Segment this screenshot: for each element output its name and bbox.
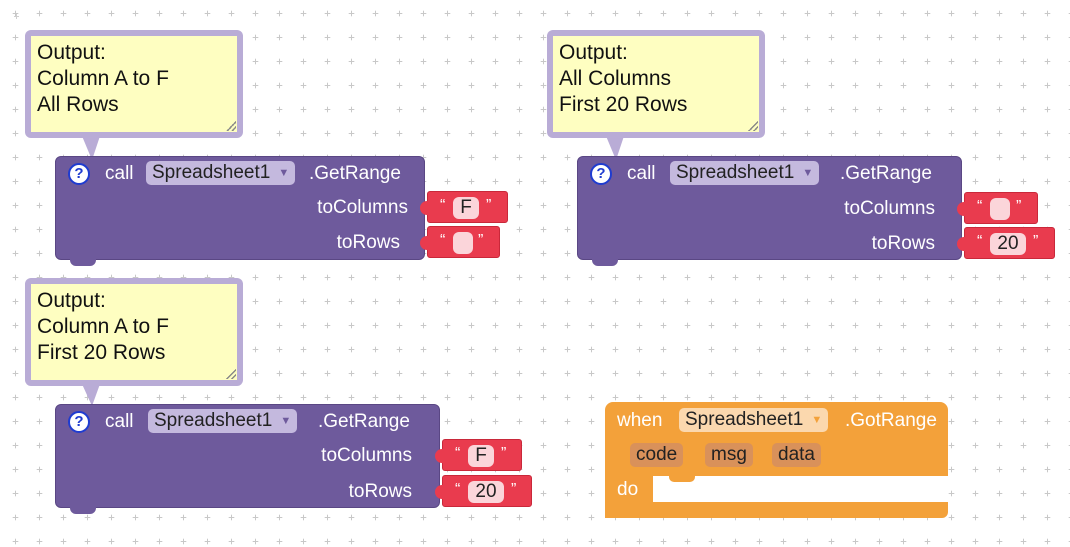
open-quote: “: [440, 232, 446, 249]
comment-line: Output:: [37, 289, 106, 312]
open-quote: “: [440, 197, 446, 214]
comment-line: First 20 Rows: [559, 93, 688, 116]
text-block-rows[interactable]: “ 20 ”: [435, 475, 532, 507]
event-name-label: .GotRange: [845, 410, 937, 431]
comment-bubble[interactable]: Output: All Columns First 20 Rows: [547, 30, 765, 138]
close-quote: ”: [501, 445, 507, 462]
comment-text[interactable]: Output: Column A to F All Rows: [31, 36, 237, 132]
param-data[interactable]: data: [772, 443, 821, 467]
block-notch: [70, 259, 96, 266]
comment-tail: [82, 136, 100, 160]
dropdown-arrow-icon: ▼: [278, 167, 290, 179]
text-connector: [957, 202, 966, 216]
text-block-rows[interactable]: “ ”: [420, 226, 500, 258]
tocolumns-label: toColumns: [321, 445, 412, 466]
resize-handle-icon[interactable]: [226, 121, 236, 131]
torows-label: toRows: [348, 481, 412, 502]
text-connector: [420, 236, 429, 250]
text-field[interactable]: [990, 198, 1010, 220]
method-label: .GetRange: [309, 163, 401, 184]
comment-line: Column A to F: [37, 315, 169, 338]
resize-handle-icon[interactable]: [748, 121, 758, 131]
help-icon[interactable]: ?: [590, 163, 612, 185]
text-block-columns[interactable]: “ F ”: [420, 191, 508, 223]
close-quote: ”: [478, 232, 484, 249]
do-statement-slot[interactable]: [653, 476, 948, 502]
dropdown-arrow-icon: ▼: [802, 167, 814, 179]
comment-line: All Columns: [559, 67, 672, 90]
slot-notch: [669, 476, 695, 482]
text-field[interactable]: 20: [468, 481, 504, 503]
text-connector: [957, 237, 966, 251]
comment-text[interactable]: Output: All Columns First 20 Rows: [553, 36, 759, 132]
call-getrange-block[interactable]: ? call Spreadsheet1 ▼ .GetRange toColumns…: [55, 404, 440, 514]
close-quote: ”: [1016, 198, 1022, 215]
component-dropdown[interactable]: Spreadsheet1 ▼: [146, 161, 296, 185]
dropdown-arrow-icon: ▼: [811, 414, 823, 426]
param-code[interactable]: code: [630, 443, 684, 467]
comment-tail: [606, 136, 624, 160]
call-getrange-block[interactable]: ? call Spreadsheet1 ▼ .GetRange toColumns…: [577, 156, 962, 266]
do-label: do: [617, 479, 639, 500]
component-name: Spreadsheet1: [676, 162, 795, 183]
when-gotrange-event-block[interactable]: when Spreadsheet1 ▼ .GotRange code msg da…: [605, 402, 948, 518]
comment-tail: [82, 384, 100, 406]
comment-bubble[interactable]: Output: Column A to F First 20 Rows: [25, 278, 243, 386]
comment-line: Output:: [559, 41, 628, 64]
torows-label: toRows: [336, 232, 400, 253]
comment-line: All Rows: [37, 93, 119, 116]
torows-label: toRows: [871, 233, 935, 254]
text-field[interactable]: F: [453, 197, 479, 219]
call-getrange-block[interactable]: ? call Spreadsheet1 ▼ .GetRange toColumns…: [55, 156, 425, 266]
call-label: call: [627, 163, 656, 184]
comment-line: First 20 Rows: [37, 341, 166, 364]
text-block-columns[interactable]: “ ”: [957, 192, 1038, 224]
text-field[interactable]: [453, 232, 473, 254]
method-label: .GetRange: [318, 411, 410, 432]
param-msg[interactable]: msg: [705, 443, 753, 467]
help-icon[interactable]: ?: [68, 163, 90, 185]
component-dropdown[interactable]: Spreadsheet1 ▼: [148, 409, 298, 433]
text-field[interactable]: F: [468, 445, 494, 467]
help-icon[interactable]: ?: [68, 411, 90, 433]
tocolumns-label: toColumns: [317, 197, 408, 218]
event-component-dropdown[interactable]: Spreadsheet1 ▼: [679, 408, 829, 432]
open-quote: “: [977, 233, 983, 250]
text-connector: [420, 201, 429, 215]
component-dropdown[interactable]: Spreadsheet1 ▼: [670, 161, 820, 185]
open-quote: “: [455, 445, 461, 462]
resize-handle-icon[interactable]: [226, 369, 236, 379]
comment-line: Column A to F: [37, 67, 169, 90]
block-notch: [70, 507, 96, 514]
component-name: Spreadsheet1: [152, 162, 271, 183]
open-quote: “: [455, 481, 461, 498]
text-connector: [435, 485, 444, 499]
method-label: .GetRange: [840, 163, 932, 184]
close-quote: ”: [1033, 233, 1039, 250]
event-footer: [605, 502, 948, 518]
block-notch: [592, 259, 618, 266]
call-label: call: [105, 163, 134, 184]
when-label: when: [617, 410, 663, 431]
comment-line: Output:: [37, 41, 106, 64]
call-label: call: [105, 411, 134, 432]
comment-text[interactable]: Output: Column A to F First 20 Rows: [31, 284, 237, 380]
close-quote: ”: [486, 197, 492, 214]
text-block-columns[interactable]: “ F ”: [435, 439, 522, 471]
comment-bubble[interactable]: Output: Column A to F All Rows: [25, 30, 243, 138]
text-connector: [435, 449, 444, 463]
text-block-rows[interactable]: “ 20 ”: [957, 227, 1055, 259]
close-quote: ”: [511, 481, 517, 498]
component-name: Spreadsheet1: [154, 410, 273, 431]
tocolumns-label: toColumns: [844, 198, 935, 219]
text-field[interactable]: 20: [990, 233, 1026, 255]
open-quote: “: [977, 198, 983, 215]
component-name: Spreadsheet1: [685, 409, 804, 430]
dropdown-arrow-icon: ▼: [280, 415, 292, 427]
